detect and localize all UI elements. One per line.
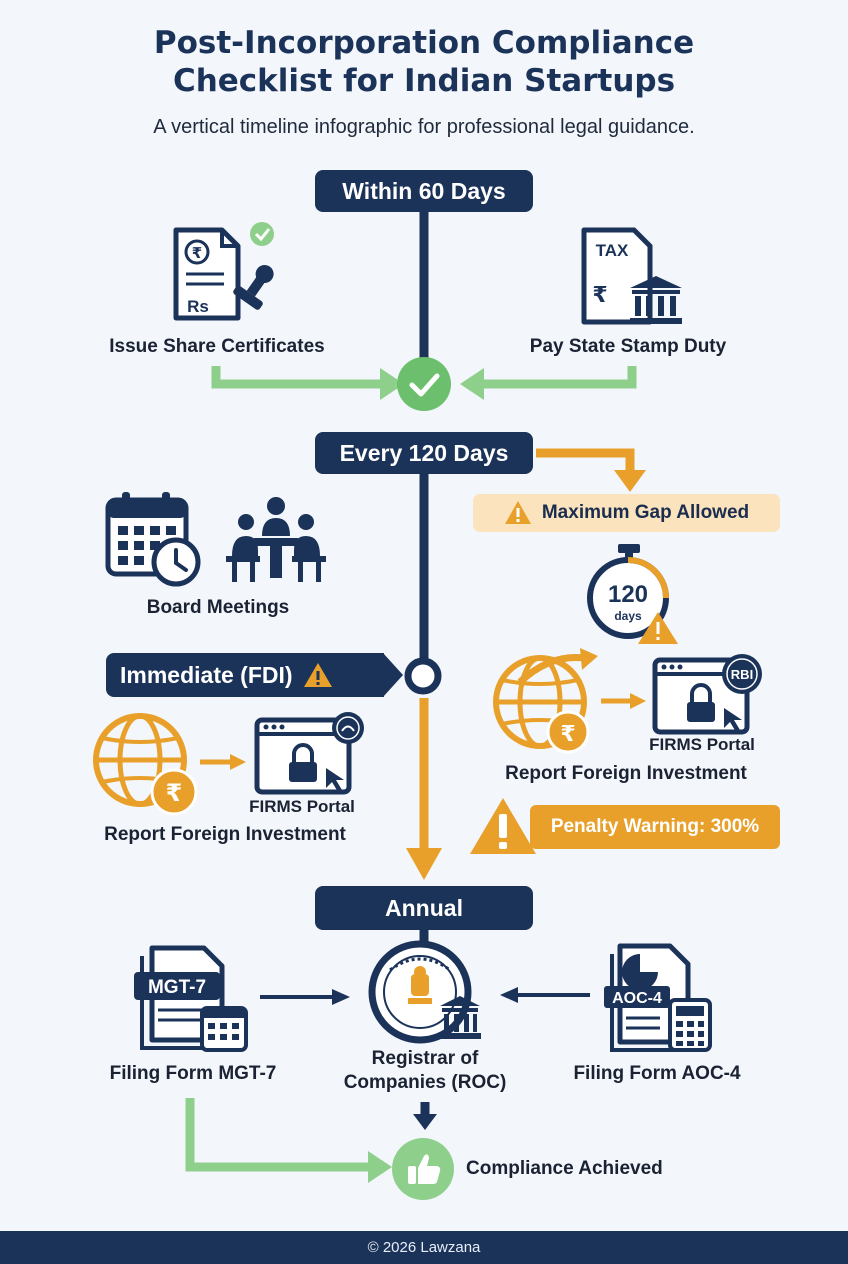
warning-icon (504, 501, 531, 524)
green-final-path (185, 1098, 372, 1172)
share-certificate-icon: ₹ Rs (173, 222, 274, 321)
svg-text:₹: ₹ (592, 283, 607, 308)
stopwatch-number: 120 (608, 581, 648, 608)
pill-within-60-days: Within 60 Days (315, 170, 533, 212)
report-foreign-investment-label-right: Report Foreign Investment (505, 763, 747, 784)
penalty-warning-banner: Penalty Warning: 300% (530, 805, 780, 849)
immediate-fdi-text: Immediate (FDI) (120, 661, 293, 688)
roc-down-arrow (413, 1114, 437, 1130)
svg-text:₹: ₹ (166, 779, 183, 807)
roc-label: Registrar of Companies (ROC) (320, 1047, 530, 1095)
green-arrow-left (211, 366, 385, 389)
footer-copyright: © 2026 Lawzana (367, 1239, 481, 1256)
fdi-warning-icon (303, 662, 332, 687)
timeline-node-circle (404, 657, 442, 695)
firms-portal-browser-left (254, 712, 364, 795)
green-arrow-right (478, 366, 637, 389)
aoc4-form-icon: AOC-4 (604, 943, 712, 1052)
fdi-right-arrow (630, 693, 646, 709)
rbi-text: RBI (731, 667, 753, 682)
stopwatch-unit: days (614, 609, 642, 623)
roc-label-line-1: Registrar of (371, 1048, 479, 1069)
aoc-to-roc-arrow (500, 987, 518, 1003)
globe-rupee-icon-right: ₹ (493, 648, 598, 754)
svg-text:₹: ₹ (560, 722, 575, 747)
board-meetings-label: Board Meetings (146, 597, 290, 618)
pay-state-stamp-duty-label: Pay State Stamp Duty (529, 336, 727, 357)
globe-rupee-icon-left: ₹ (93, 713, 198, 816)
fdi-pill-pointer (383, 653, 403, 697)
firms-portal-label-right: FIRMS Portal (649, 735, 755, 754)
mgt7-text: MGT-7 (148, 977, 206, 998)
orange-elbow-arrow (536, 448, 635, 474)
mgt-to-roc-arrow (332, 989, 350, 1005)
certificate-rs-text: Rs (187, 297, 209, 316)
firms-portal-label-left: FIRMS Portal (249, 797, 355, 816)
spine-orange-arrowhead (406, 848, 442, 880)
pill-every-120-days: Every 120 Days (315, 432, 533, 474)
meeting-table-icon (226, 497, 326, 582)
report-foreign-investment-label-left: Report Foreign Investment (104, 824, 346, 845)
fdi-left-arrow (230, 754, 246, 770)
penalty-warning-icon (470, 798, 536, 854)
pill-annual: Annual (315, 886, 533, 930)
thumbs-up-icon (392, 1138, 454, 1200)
roc-label-line-2: Companies (ROC) (343, 1072, 507, 1093)
compliance-achieved-label: Compliance Achieved (466, 1158, 663, 1179)
pill-immediate-fdi: Immediate (FDI) (106, 653, 384, 697)
tax-text: TAX (596, 241, 629, 260)
check-circle-icon (397, 357, 451, 411)
filing-form-aoc4-label: Filing Form AOC-4 (573, 1063, 741, 1084)
filing-form-mgt7-label: Filing Form MGT-7 (109, 1063, 277, 1084)
stopwatch-icon: 120 days (587, 544, 678, 644)
maximum-gap-badge: Maximum Gap Allowed (473, 494, 780, 532)
title-line-2: Checklist for Indian Startups (172, 63, 676, 99)
svg-text:₹: ₹ (192, 244, 202, 262)
mgt7-form-icon: MGT-7 (134, 945, 248, 1052)
aoc4-text: AOC-4 (612, 990, 662, 1007)
title-line-1: Post-Incorporation Compliance (153, 25, 695, 61)
calendar-clock-icon (105, 492, 201, 587)
page-subtitle: A vertical timeline infographic for prof… (153, 116, 695, 138)
issue-share-certificates-label: Issue Share Certificates (109, 336, 325, 357)
page-title: Post-Incorporation Compliance Checklist … (0, 24, 848, 100)
roc-seal-icon (368, 940, 481, 1044)
footer: © 2026 Lawzana (0, 1231, 848, 1264)
maximum-gap-text: Maximum Gap Allowed (541, 502, 750, 523)
firms-portal-browser-right: RBI (652, 654, 762, 735)
tax-document-icon: TAX ₹ (581, 227, 682, 325)
